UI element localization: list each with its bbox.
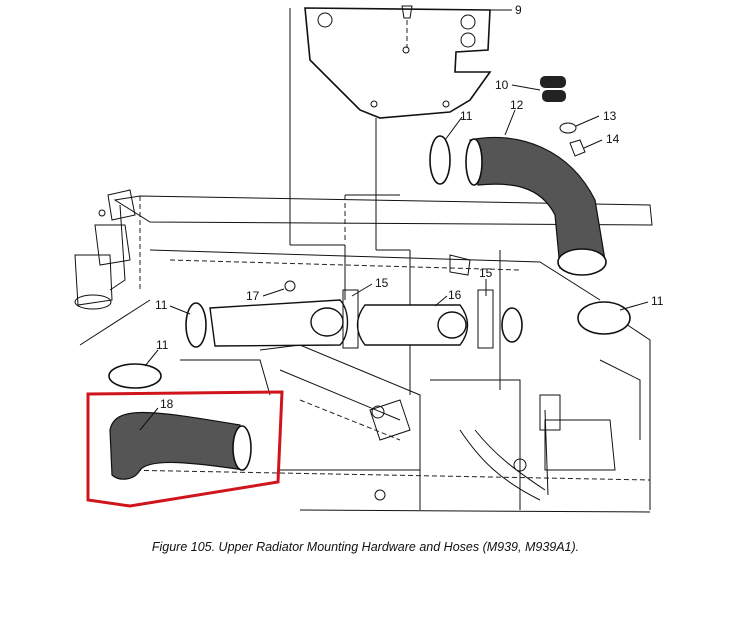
callout-15-left: 15 <box>375 276 389 290</box>
callouts: 9 10 11 12 13 14 11 11 11 15 15 16 17 18 <box>155 3 664 411</box>
engine-structure <box>74 189 653 513</box>
lower-radiator-hose <box>108 363 252 480</box>
mount-hardware <box>540 76 586 157</box>
mounting-bracket <box>304 5 492 119</box>
callout-11-upper: 11 <box>460 109 473 123</box>
upper-radiator-hose <box>429 135 631 335</box>
callout-13: 13 <box>603 109 617 123</box>
callout-14: 14 <box>606 132 620 146</box>
routing-lines <box>289 8 501 395</box>
callout-17: 17 <box>246 289 260 303</box>
highlight-outline <box>86 390 284 508</box>
callout-12: 12 <box>510 98 524 112</box>
callout-10: 10 <box>495 78 509 92</box>
callout-11-left: 11 <box>155 298 168 312</box>
leader-lines <box>139 9 649 431</box>
callout-16: 16 <box>448 288 462 302</box>
figure-caption: Figure 105. Upper Radiator Mounting Hard… <box>151 540 580 554</box>
callout-18: 18 <box>160 397 174 411</box>
center-hose-tube <box>185 280 523 349</box>
callout-15-right: 15 <box>479 266 493 280</box>
callout-9: 9 <box>515 3 522 17</box>
callout-11-right: 11 <box>651 294 664 308</box>
callout-11-lower: 11 <box>156 338 169 352</box>
